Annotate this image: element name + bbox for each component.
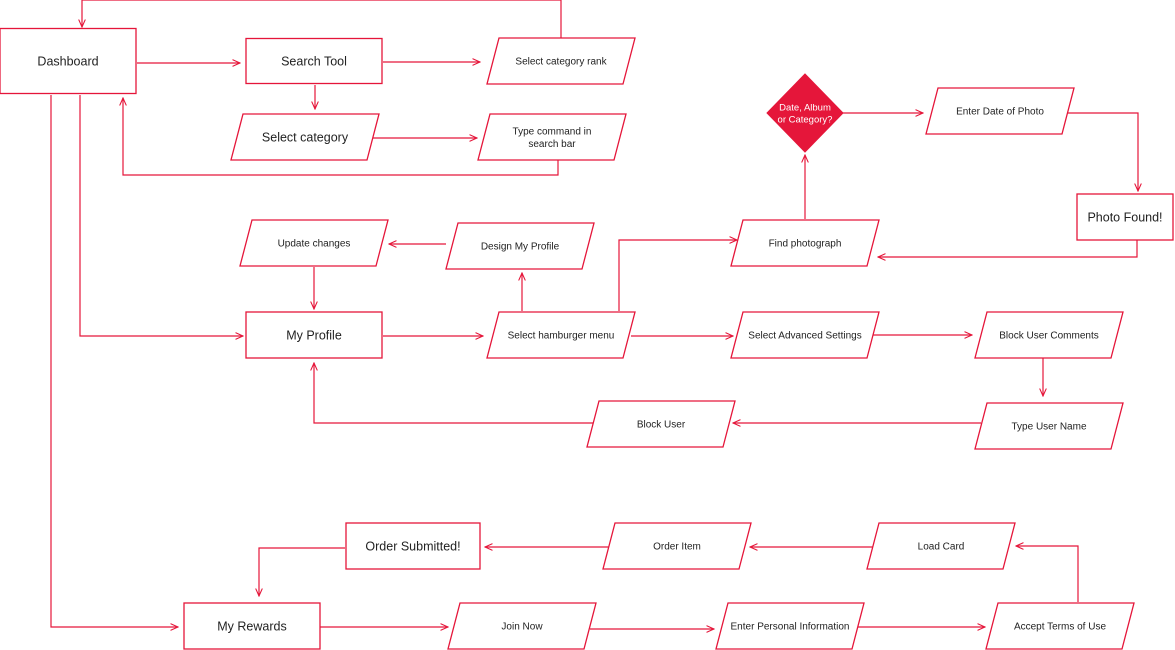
node-shape [766,73,844,153]
node-shape [245,37,383,85]
node-label: Type command in [513,126,592,137]
node-join-now: Join Now [447,602,597,650]
node-shape [0,27,137,95]
node-select-category-rank: Select category rank [486,37,636,85]
node-shape [239,219,389,267]
node-label: Select hamburger menu [508,331,615,342]
node-shape [715,602,865,650]
node-label: Date, Album [779,102,831,113]
node-find-photograph: Find photograph [730,219,880,267]
connector-type-command-to-dashboard [123,98,559,176]
node-layer: Dashboard Search Tool Select category rank… [0,27,1174,650]
node-label: Join Now [501,622,543,633]
connector-dashboard-to-my-rewards [50,95,178,627]
node-accept-terms: Accept Terms of Use [985,602,1135,650]
connector-photo-found-to-find-photograph [878,240,1138,257]
node-load-card: Load Card [866,522,1016,570]
node-shape [183,602,321,650]
node-shape [866,522,1016,570]
node-shape [730,311,880,359]
node-label: Select category [262,130,349,144]
node-shape [445,222,595,270]
node-label: Find photograph [769,239,842,250]
connector-dashboard-to-my-profile [79,95,243,336]
node-label: Order Item [653,542,701,553]
node-block-user: Block User [586,400,736,448]
node-hamburger-menu: Select hamburger menu [486,311,636,359]
node-shape [245,311,383,359]
node-label: search bar [528,139,576,150]
connector-hamburger-menu-to-find-photograph [618,240,737,311]
connector-accept-terms-to-load-card [1016,546,1079,602]
node-order-submitted: Order Submitted! [345,522,481,570]
node-label: Load Card [918,542,965,553]
node-label: My Rewards [217,619,286,633]
node-photo-found: Photo Found! [1076,193,1174,241]
node-shape [447,602,597,650]
node-dashboard: Dashboard [0,27,137,95]
node-shape [602,522,752,570]
node-shape [1076,193,1174,241]
connector-layer [50,0,1138,629]
node-label: Photo Found! [1087,210,1162,224]
node-label: Enter Date of Photo [956,107,1044,118]
node-enter-date: Enter Date of Photo [925,87,1075,135]
node-label: Select category rank [515,57,607,68]
node-label: Accept Terms of Use [1014,622,1107,633]
node-label: Block User Comments [999,331,1098,342]
connector-enter-date-to-photo-found [1066,112,1138,191]
node-shape [230,113,380,161]
node-search-tool: Search Tool [245,37,383,85]
node-label: Enter Personal Information [731,622,850,633]
node-advanced-settings: Select Advanced Settings [730,311,880,359]
node-type-user-name: Type User Name [974,402,1124,450]
node-my-profile: My Profile [245,311,383,359]
node-personal-info: Enter Personal Information [715,602,865,650]
node-order-item: Order Item [602,522,752,570]
node-type-command: Type command in search bar [477,113,627,161]
node-shape [925,87,1075,135]
node-label: Design My Profile [481,242,560,253]
connector-block-user-to-my-profile [314,363,597,424]
node-shape [985,602,1135,650]
node-label: Dashboard [37,54,98,68]
connector-order-submitted-to-my-rewards [259,547,345,596]
node-shape [486,37,636,85]
node-shape [477,113,627,161]
node-update-changes: Update changes [239,219,389,267]
node-shape [974,402,1124,450]
connector-select-category-rank-to-dashboard [82,0,562,38]
node-label: Order Submitted! [365,539,460,553]
node-my-rewards: My Rewards [183,602,321,650]
node-label: Search Tool [281,54,347,68]
node-label: Update changes [278,239,351,250]
node-label: My Profile [286,328,342,342]
node-shape [974,311,1124,359]
node-shape [486,311,636,359]
node-shape [586,400,736,448]
node-shape [730,219,880,267]
node-design-profile: Design My Profile [445,222,595,270]
node-shape [345,522,481,570]
node-label: Select Advanced Settings [748,331,861,342]
node-label: Block User [637,420,686,431]
node-select-category: Select category [230,113,380,161]
node-label: Type User Name [1011,422,1086,433]
node-label: or Category? [778,114,833,125]
node-block-comments: Block User Comments [974,311,1124,359]
